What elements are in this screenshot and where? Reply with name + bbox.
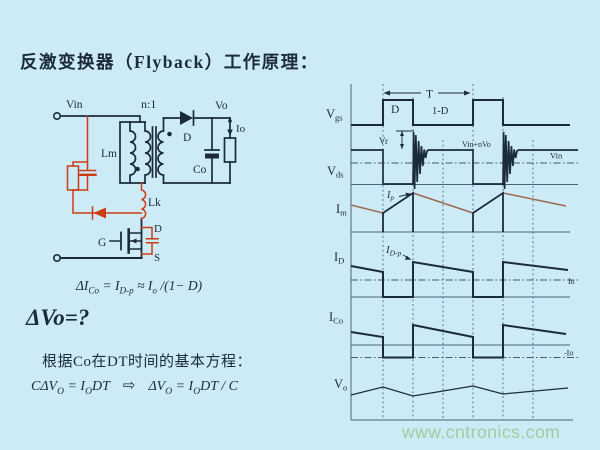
im-row-label: Im <box>336 202 347 218</box>
load-resistor <box>223 137 237 163</box>
ico-row-label: ICo <box>329 310 343 326</box>
equation-solution: CΔVO = IODT⇨ΔVO = IODT / C <box>31 376 238 397</box>
snubber-wires <box>72 115 143 214</box>
waveform-axes <box>350 84 573 421</box>
vr-label: Vr <box>379 136 388 146</box>
output-capacitor-plate <box>205 153 219 159</box>
mosfet-leads <box>109 232 143 250</box>
snubber-capacitor-lead <box>79 161 97 191</box>
secondary-polarity-dot <box>167 131 172 137</box>
zero-lines <box>351 184 578 346</box>
vo-trace <box>350 385 569 397</box>
id-row-label: ID <box>334 250 344 266</box>
io-label: Io <box>236 123 246 135</box>
im-trace-ramp <box>382 191 504 232</box>
ip-pointer <box>398 192 411 197</box>
output-node-dot <box>228 119 232 123</box>
vgs-row-label: Vgs <box>326 107 343 123</box>
period-arrow <box>383 90 471 96</box>
vds-row-label: Vds <box>327 164 344 180</box>
waveform-panel: Vgs Vds Im ID ICo Vo T D 1-D Vr Vin+nVo … <box>326 84 578 421</box>
vin-plus-nvo-label: Vin+nVo <box>462 140 491 149</box>
lm-label: Lm <box>101 148 117 160</box>
clamp-diode-icon <box>93 207 106 219</box>
io-level-label: Io <box>568 277 575 286</box>
clamp-snubber-network <box>66 115 159 255</box>
output-diode-icon <box>180 111 193 125</box>
idp-pointer <box>402 254 412 260</box>
co-label: Co <box>193 164 207 176</box>
circuit-diagram: Vin n:1 Vo Io D Lm Co Lk D G S <box>52 97 246 264</box>
vr-measure <box>396 130 414 149</box>
input-terminal-bottom <box>52 254 61 263</box>
watermark: www.cntronics.com <box>402 422 561 442</box>
primary-winding-coil <box>144 121 152 184</box>
input-top-wire <box>59 115 141 123</box>
io-arrow-icon <box>227 129 233 136</box>
leakage-inductor-coil <box>140 182 147 220</box>
circuit-filled-parts <box>131 111 233 244</box>
circuit-labels: Vin n:1 Vo Io D Lm Co Lk D G S <box>66 97 246 264</box>
source-label: S <box>154 252 160 264</box>
vin-label: Vin <box>66 99 83 111</box>
primary-polarity-dot <box>135 166 140 172</box>
vin-level-label: Vin <box>550 151 563 161</box>
vo-row-label: Vo <box>334 377 347 393</box>
lk-label: Lk <box>148 197 161 209</box>
period-label: T <box>426 89 433 101</box>
magnetizing-inductor-coil <box>129 121 137 184</box>
mosfet-body-arrow-icon <box>131 238 137 244</box>
im-trace-decay <box>350 192 567 214</box>
implies-arrow-icon: ⇨ <box>122 376 136 394</box>
vo-label: Vo <box>215 100 228 112</box>
output-diode-label: D <box>183 132 191 144</box>
off-duty-label: 1-D <box>432 106 449 117</box>
equation-question: ΔVo=? <box>26 305 90 330</box>
vds-trace <box>351 131 578 190</box>
input-terminal-top <box>52 112 61 121</box>
equation-statement: 根据Co在DT时间的基本方程： <box>42 354 253 370</box>
gate-label: G <box>98 237 106 249</box>
transformer-core <box>151 126 157 178</box>
output-capacitor-leads <box>204 117 220 184</box>
secondary-winding-coil <box>157 117 165 184</box>
duty-label: D <box>391 104 399 116</box>
vgs-trace <box>351 99 570 126</box>
reference-dashdot-lines <box>351 162 578 358</box>
drain-label: D <box>154 223 162 235</box>
turns-ratio-label: n:1 <box>141 97 156 111</box>
ico-trace <box>350 323 567 359</box>
idp-label: ID-p <box>385 244 402 258</box>
waveform-labels: Vgs Vds Im ID ICo Vo T D 1-D Vr Vin+nVo … <box>326 89 575 393</box>
equation-ripple-current: ΔICo = ID-p ≈ Io /(1− D) <box>76 278 203 296</box>
page-title: 反激变换器（Flyback）工作原理： <box>20 52 319 72</box>
snubber-resistor <box>66 165 80 191</box>
ip-label: Ip <box>386 190 394 202</box>
neg-io-level-label: -Io <box>564 349 573 358</box>
vertical-gridlines <box>382 84 534 420</box>
id-trace <box>350 260 569 298</box>
mosfet-parallel-capacitor <box>140 226 159 255</box>
